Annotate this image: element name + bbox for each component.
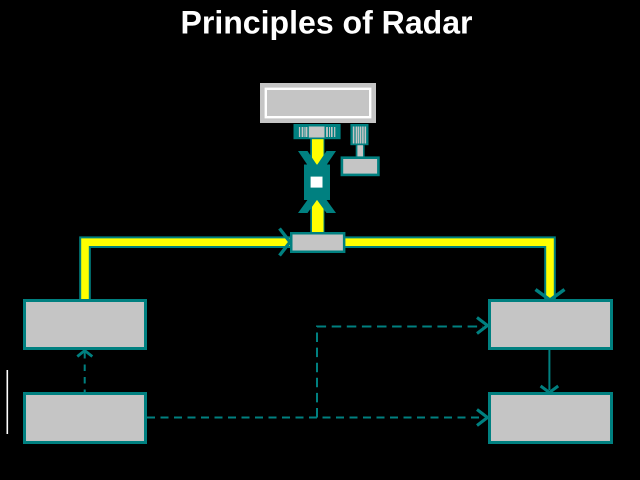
svg-text:Principles of Radar: Principles of Radar <box>181 5 473 41</box>
